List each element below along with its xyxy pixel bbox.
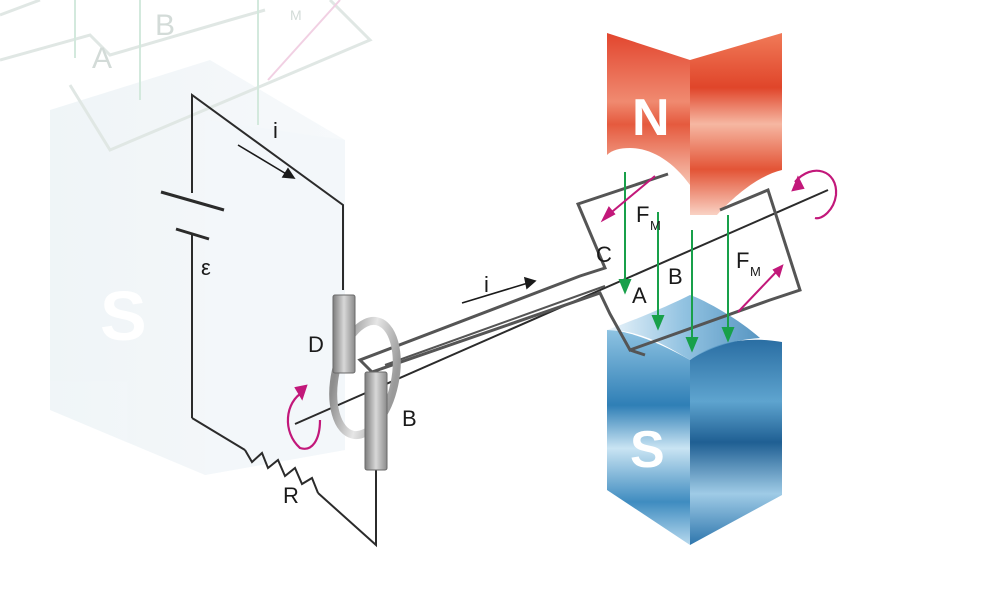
side-c-label: C [596, 242, 612, 267]
north-magnet-left-face [607, 33, 690, 185]
north-label: N [632, 89, 670, 147]
current-label-top: i [273, 118, 278, 143]
south-magnet: S [607, 295, 782, 545]
coil-outer-path [371, 187, 802, 374]
ghost-loop-edge [0, 0, 41, 17]
current-arrow-mid-head [523, 276, 537, 290]
field-arrow-head [685, 337, 699, 353]
force-arrow-right-head [772, 264, 784, 279]
coil-edge [629, 348, 646, 357]
force-arrow-right [737, 269, 779, 313]
wire-to-resistor [191, 417, 246, 451]
field-arrow-head [618, 279, 632, 295]
brush-b [364, 371, 388, 471]
labels: i i ε R D B C A B F M F M [201, 118, 761, 508]
current-arrows [237, 144, 537, 304]
commutator [329, 294, 401, 471]
current-arrow-mid [461, 282, 529, 304]
south-label: S [630, 421, 665, 479]
force-label-left: F [636, 202, 649, 227]
ghost-label-b: B [155, 9, 175, 42]
south-magnet-curve [607, 295, 760, 360]
ghost-force-arrow [267, 0, 341, 81]
current-label-mid: i [484, 272, 489, 297]
ghost-loop-lower [68, 0, 373, 152]
side-a-label: A [632, 283, 647, 308]
north-magnet-right-face [690, 33, 782, 215]
force-arrow-left-head [600, 206, 616, 223]
brush-d [332, 294, 356, 374]
rotation-arrow-left [286, 391, 322, 450]
field-arrow-head [651, 315, 665, 331]
south-magnet-left-face [607, 330, 690, 545]
wire-top [191, 93, 344, 290]
battery-plate-long [160, 190, 225, 212]
ghost-force-sub: M [290, 7, 302, 23]
rotation-arrow-left-head [294, 384, 308, 401]
field-arrows [618, 172, 735, 353]
brush-b-label: B [402, 406, 417, 431]
ghost-loop [0, 8, 266, 62]
side-b-label: B [668, 264, 683, 289]
rotation-arrow-right-head [791, 175, 805, 192]
circuit [160, 93, 377, 548]
force-arrow-left [606, 175, 656, 217]
ghost-south-block-face [205, 120, 345, 475]
emf-label: ε [201, 255, 211, 280]
current-arrow-top-head [281, 167, 296, 179]
rotation-arrows [286, 169, 838, 450]
brush-d-label: D [308, 332, 324, 357]
north-magnet: N [607, 33, 782, 215]
ghost-background: S A B M [0, 0, 373, 475]
resistor-label: R [283, 483, 299, 508]
force-label-left-sub: M [650, 218, 661, 233]
wire-bottom [317, 470, 377, 548]
resistor [244, 449, 319, 494]
field-arrow-head [721, 327, 735, 343]
force-arrows [600, 175, 784, 313]
ghost-label-a: A [92, 42, 112, 75]
force-label-right: F [736, 248, 749, 273]
current-arrow-top [237, 144, 289, 176]
south-magnet-right-face [690, 339, 782, 545]
coil-lead [384, 285, 606, 366]
ghost-south-label: S [100, 277, 147, 355]
rotation-arrow-right [794, 169, 838, 220]
force-label-right-sub: M [750, 264, 761, 279]
coil-inner-path [357, 172, 669, 374]
coil-loop [357, 172, 802, 374]
